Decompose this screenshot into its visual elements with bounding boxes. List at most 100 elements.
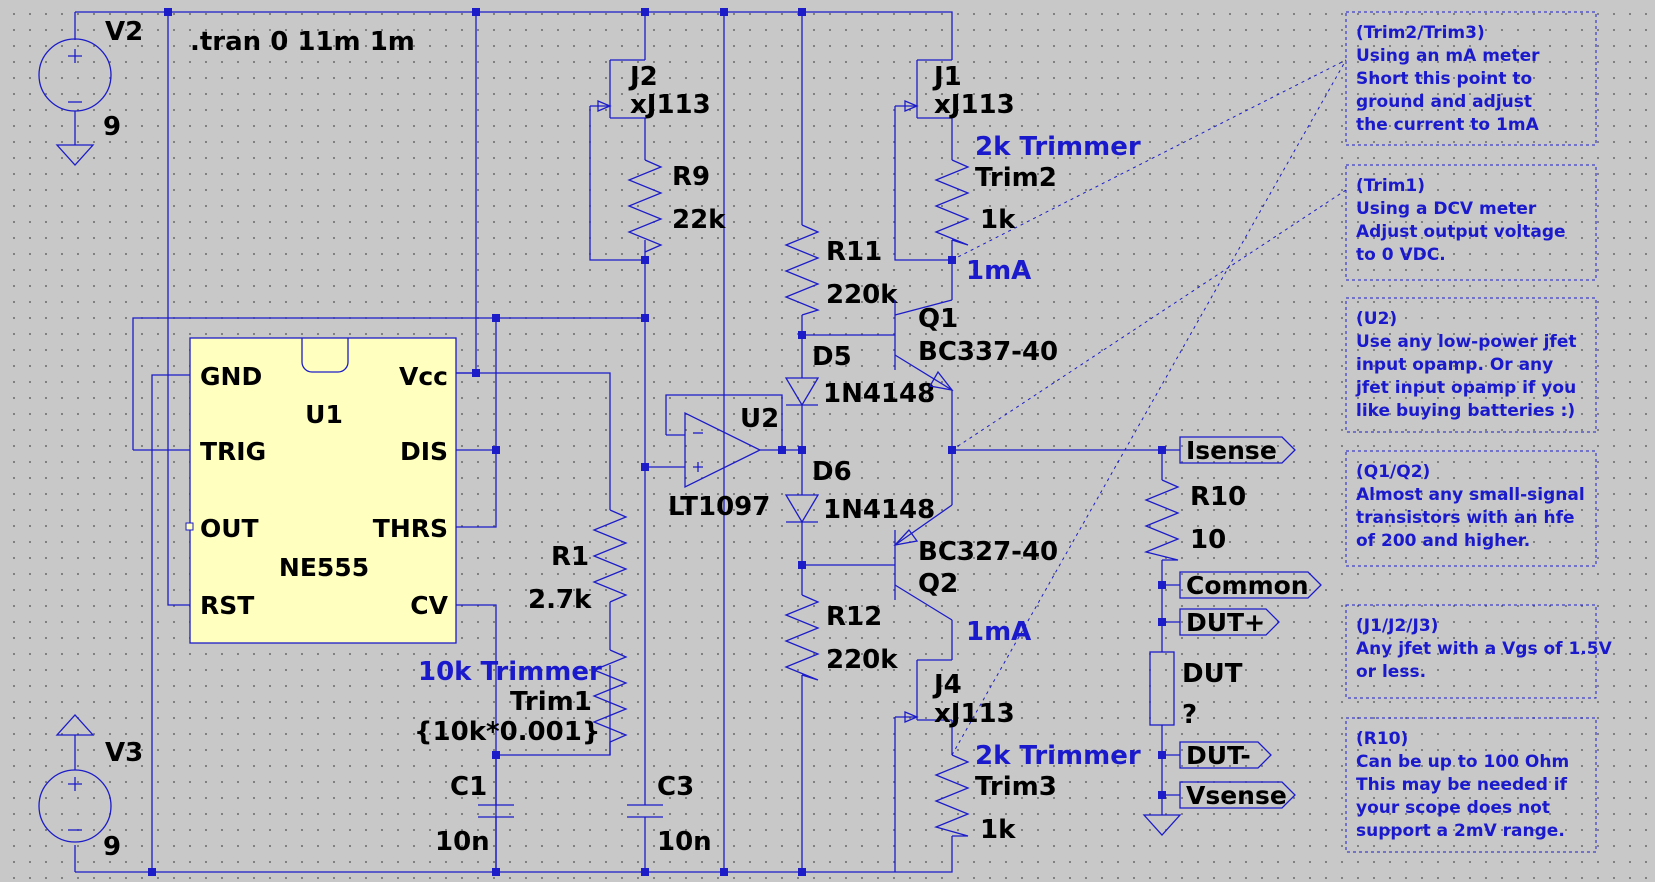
- q2-current-label: 1mA: [966, 617, 1031, 647]
- trim3-note: 2k Trimmer: [975, 741, 1141, 771]
- j4-jfet[interactable]: J4 xJ113: [895, 659, 1015, 729]
- port-vsense-label: Vsense: [1186, 781, 1287, 810]
- dut-element[interactable]: DUT ?: [1149, 651, 1243, 730]
- d5-name: D5: [812, 342, 852, 372]
- note-trim1-title: (Trim1): [1356, 176, 1425, 196]
- note-trim1-line: Using a DCV meter: [1356, 199, 1537, 219]
- note-q1-q2-line: Almost any small-signal: [1356, 485, 1585, 505]
- port-dut-plus-label: DUT+: [1186, 608, 1265, 637]
- r9-resistor[interactable]: R9 22k: [627, 159, 726, 253]
- v2-source: V2 9: [38, 17, 143, 166]
- trim1-value: {10k*0.001}: [414, 717, 600, 747]
- trim3-name: Trim3: [975, 772, 1057, 802]
- note-r10: (R10) Can be up to 100 Ohm This may be n…: [1345, 717, 1597, 853]
- u1-pin-gnd: GND: [200, 362, 262, 391]
- c1-value: 10n: [435, 827, 490, 857]
- q1-name: Q1: [918, 304, 958, 334]
- note-u2: (U2) Use any low-power jfet input opamp.…: [1345, 297, 1597, 433]
- v2-value: 9: [103, 112, 121, 142]
- u1-ne555[interactable]: GND TRIG OUT RST Vcc DIS THRS CV U1 NE55…: [185, 337, 457, 644]
- d6-part: 1N4148: [823, 495, 935, 525]
- r9-value: 22k: [672, 205, 726, 235]
- note-r10-line: your scope does not: [1356, 798, 1550, 818]
- r10-name: R10: [1190, 482, 1246, 512]
- trim1-note: 10k Trimmer: [418, 657, 602, 687]
- j2-jfet[interactable]: J2 xJ113: [590, 59, 711, 120]
- note-q1-q2-line: transistors with an hfe: [1356, 508, 1575, 528]
- c3-value: 10n: [657, 827, 712, 857]
- q2-name: Q2: [918, 569, 958, 599]
- u1-name: U1: [305, 400, 343, 429]
- port-dut-minus-label: DUT-: [1186, 741, 1251, 770]
- trim2-name: Trim2: [975, 163, 1057, 193]
- q1-part: BC337-40: [918, 337, 1058, 367]
- trim2-current-label: 1mA: [966, 256, 1031, 286]
- note-q1-q2: (Q1/Q2) Almost any small-signal transist…: [1345, 450, 1597, 567]
- port-dut-minus[interactable]: DUT-: [1179, 741, 1272, 770]
- u1-pin-rst: RST: [200, 591, 254, 620]
- note-q1-q2-line: of 200 and higher.: [1356, 531, 1530, 551]
- c3-name: C3: [657, 772, 694, 802]
- r1-name: R1: [551, 542, 589, 572]
- note-u2-line: jfet input opamp if you: [1355, 378, 1576, 398]
- port-isense[interactable]: Isense: [1179, 436, 1296, 465]
- note-q1-q2-title: (Q1/Q2): [1356, 462, 1430, 482]
- c1-capacitor[interactable]: C1 10n: [435, 772, 514, 857]
- d6-diode[interactable]: D6 1N4148: [784, 457, 935, 525]
- dut-value: ?: [1182, 700, 1197, 730]
- trim1-name: Trim1: [510, 687, 592, 717]
- u1-part: NE555: [279, 553, 369, 582]
- q2-transistor[interactable]: BC327-40 Q2 1mA: [893, 504, 1058, 647]
- note-r10-line: Can be up to 100 Ohm: [1356, 752, 1569, 772]
- note-trim2-trim3-line: Short this point to: [1356, 69, 1532, 89]
- tran-directive[interactable]: .tran 0 11m 1m: [190, 27, 415, 57]
- note-r10-line: This may be needed if: [1356, 775, 1568, 795]
- note-trim2-trim3-line: the current to 1mA: [1356, 115, 1540, 135]
- note-j1-j2-j3-title: (J1/J2/J3): [1356, 616, 1438, 636]
- r11-value: 220k: [826, 280, 898, 310]
- q1-transistor[interactable]: Q1 BC337-40: [894, 299, 1058, 391]
- u2-opamp[interactable]: U2 LT1097: [668, 404, 779, 522]
- j4-part: xJ113: [934, 699, 1015, 729]
- q2-part: BC327-40: [918, 537, 1058, 567]
- u1-pin-thrs: THRS: [373, 514, 448, 543]
- ground-symbol: [1142, 814, 1182, 836]
- u1-pin-trig: TRIG: [200, 437, 266, 466]
- r1-resistor[interactable]: R1 2.7k: [528, 509, 628, 615]
- d6-name: D6: [812, 457, 852, 487]
- note-r10-title: (R10): [1356, 729, 1408, 749]
- j2-part: xJ113: [630, 90, 711, 120]
- trim2-resistor[interactable]: 2k Trimmer Trim2 1k 1mA: [934, 132, 1141, 286]
- u1-pin-cv: CV: [410, 591, 448, 620]
- j1-part: xJ113: [934, 90, 1015, 120]
- v3-name: V3: [105, 738, 143, 768]
- trim3-value: 1k: [980, 815, 1016, 845]
- note-u2-line: Use any low-power jfet: [1356, 332, 1576, 352]
- note-trim1-line: to 0 VDC.: [1356, 245, 1446, 265]
- j1-name: J1: [932, 62, 962, 92]
- d5-part: 1N4148: [823, 379, 935, 409]
- d5-diode[interactable]: D5 1N4148: [784, 342, 935, 409]
- trim1-resistor[interactable]: 10k Trimmer Trim1 {10k*0.001}: [414, 602, 628, 755]
- trim3-resistor[interactable]: 2k Trimmer Trim3 1k: [933, 741, 1141, 845]
- note-trim1: (Trim1) Using a DCV meter Adjust output …: [1345, 164, 1597, 281]
- r12-resistor[interactable]: R12 220k: [784, 594, 898, 681]
- note-r10-line: support a 2mV range.: [1356, 821, 1565, 841]
- callout-lines: [951, 59, 1347, 756]
- u2-name: U2: [740, 404, 779, 434]
- r11-resistor[interactable]: R11 220k: [784, 224, 898, 316]
- port-dut-plus[interactable]: DUT+: [1179, 608, 1280, 637]
- u1-pin-dis: DIS: [400, 437, 448, 466]
- note-trim2-trim3-title: (Trim2/Trim3): [1356, 23, 1485, 43]
- port-vsense[interactable]: Vsense: [1179, 781, 1296, 810]
- port-common[interactable]: Common: [1179, 571, 1322, 600]
- r10-resistor[interactable]: R10 10: [1143, 479, 1246, 561]
- r1-value: 2.7k: [528, 585, 592, 615]
- c3-capacitor[interactable]: C3 10n: [627, 772, 712, 857]
- note-trim2-trim3: (Trim2/Trim3) Using an mA meter Short th…: [1345, 11, 1597, 146]
- note-u2-line: input opamp. Or any: [1356, 355, 1553, 375]
- j1-jfet[interactable]: J1 xJ113: [895, 59, 1015, 120]
- c1-name: C1: [450, 772, 487, 802]
- u2-part: LT1097: [668, 492, 770, 522]
